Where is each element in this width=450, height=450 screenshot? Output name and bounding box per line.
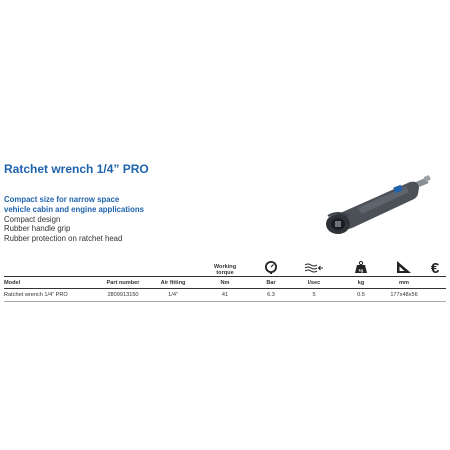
feature-item: Rubber protection on ratchet head — [4, 234, 123, 244]
set-square-icon — [397, 261, 411, 273]
spec-table: Working torque kg — [4, 258, 446, 302]
weight-icon: kg — [355, 260, 367, 273]
svg-text:kg: kg — [359, 267, 364, 272]
air-flow-icon — [304, 263, 323, 273]
working-torque-label: Working torque — [213, 264, 237, 276]
cell-part-number: 2809913150 — [98, 288, 148, 302]
feature-item: Compact design — [4, 214, 61, 224]
cell-pressure: 6.3 — [252, 288, 290, 302]
column-header: Bar — [252, 276, 290, 289]
column-header: Air fitting — [148, 276, 198, 289]
feature-highlight: Compact size for narrow space — [4, 195, 120, 204]
column-header: mm — [384, 276, 424, 289]
product-title: Ratchet wrench 1/4” PRO — [4, 162, 149, 176]
feature-highlight: vehicle cabin and engine applications — [4, 204, 144, 214]
column-header: Part number — [98, 276, 148, 289]
cell-air-consumption: 5 — [290, 288, 338, 302]
ratchet-wrench-image — [326, 175, 431, 234]
cell-dimensions: 177x48x56 — [384, 288, 424, 302]
cell-model: Ratchet wrench 1/4” PRO — [4, 288, 98, 302]
column-header: Nm — [198, 276, 252, 289]
feature-item: Rubber handle grip — [4, 224, 71, 234]
pressure-gauge-icon — [265, 261, 277, 274]
euro-icon: € — [430, 260, 440, 277]
cell-torque: 41 — [198, 288, 252, 302]
cell-weight: 0.5 — [338, 288, 384, 302]
column-header: l/sec — [290, 276, 338, 289]
table-row: Ratchet wrench 1/4” PRO 2809913150 1/4” … — [4, 288, 446, 302]
column-header: kg — [338, 276, 384, 289]
column-header: Model — [4, 276, 98, 289]
feature-list: Compact size for narrow space vehicle ca… — [4, 195, 144, 244]
cell-air-fitting: 1/4” — [148, 288, 198, 302]
